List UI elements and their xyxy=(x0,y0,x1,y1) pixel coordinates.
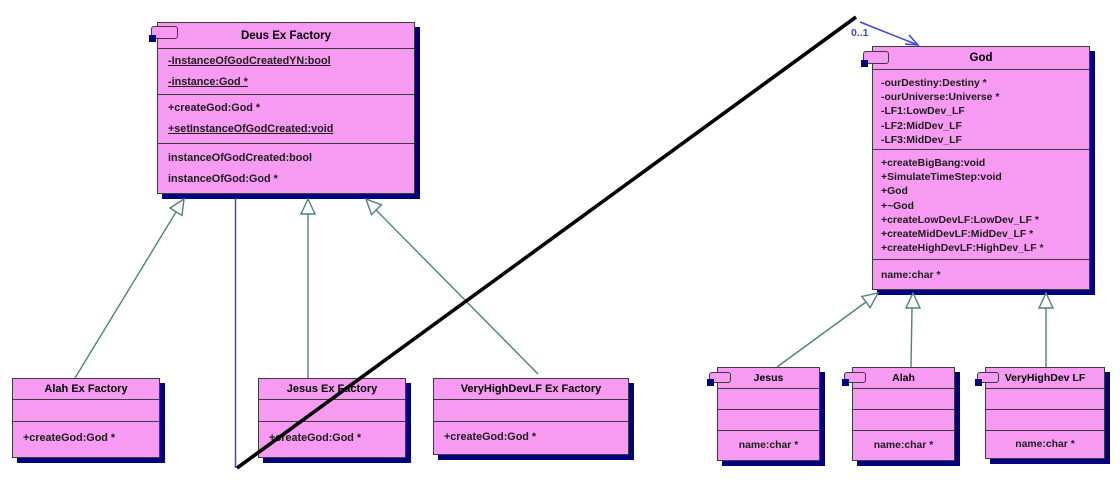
class-method: +createMidDevLF:MidDev_LF * xyxy=(881,229,1034,241)
inheritance-triangle-icon xyxy=(168,197,185,217)
class-title: God xyxy=(969,52,993,64)
class-method: +createLowDevLF:LowDev_LF * xyxy=(881,214,1039,226)
multiplicity-label: 0..1 xyxy=(851,27,869,39)
class-attribute: -LF3:MidDev_LF xyxy=(881,134,962,146)
class-attribute: -LF1:LowDev_LF xyxy=(881,106,965,118)
class-title: Alah Ex Factory xyxy=(44,383,128,395)
class-title: VeryHighDevLF Ex Factory xyxy=(460,383,602,395)
class-method: +createHighDevLF:HighDev_LF * xyxy=(881,243,1044,255)
inheritance-alah-to-god[interactable] xyxy=(910,307,913,368)
class-god[interactable]: God -ourDestiny:Destiny * -ourUniverse:U… xyxy=(861,46,1090,290)
class-property: name:char * xyxy=(1015,439,1075,450)
class-icon xyxy=(707,372,731,386)
class-title: VeryHighDev LF xyxy=(1004,372,1086,384)
class-attribute: -InstanceOfGodCreatedYN:bool xyxy=(168,55,331,67)
class-method: +createGod:God * xyxy=(269,432,362,444)
association-arrowhead-icon xyxy=(904,34,920,46)
class-veryhighdev-lf[interactable]: VeryHighDev LF name:char * xyxy=(975,367,1105,459)
class-property: instanceOfGod:God * xyxy=(168,173,278,185)
inheritance-alah-factory-to-deus[interactable] xyxy=(74,211,177,379)
class-method: +createGod:God * xyxy=(168,102,261,114)
inheritance-vhd-factory-to-deus[interactable] xyxy=(375,209,539,375)
class-attribute: -ourUniverse:Universe * xyxy=(881,92,1000,104)
class-method: +SimulateTimeStep:void xyxy=(881,172,1002,184)
class-property: name:char * xyxy=(881,270,941,281)
class-jesus-ex-factory[interactable]: Jesus Ex Factory +createGod:God * xyxy=(258,378,406,458)
class-icon xyxy=(842,372,866,386)
class-title: Alah xyxy=(892,372,915,384)
inheritance-triangle-icon xyxy=(364,197,383,216)
class-property: name:char * xyxy=(738,440,799,451)
class-method: +createBigBang:void xyxy=(881,158,986,169)
class-method: +~God xyxy=(881,200,914,212)
inheritance-jesus-to-god[interactable] xyxy=(776,301,867,368)
inheritance-triangle-icon xyxy=(1037,291,1055,309)
class-jesus[interactable]: Jesus name:char * xyxy=(707,367,820,461)
class-deus-ex-factory[interactable]: Deus Ex Factory -InstanceOfGodCreatedYN:… xyxy=(149,22,415,194)
class-icon xyxy=(149,26,178,42)
class-veryhighdevlf-ex-factory[interactable]: VeryHighDevLF Ex Factory +createGod:God … xyxy=(433,378,629,455)
class-title: Jesus Ex Factory xyxy=(286,383,378,395)
class-alah[interactable]: Alah name:char * xyxy=(842,367,955,461)
class-alah-ex-factory[interactable]: Alah Ex Factory +createGod:God * xyxy=(12,378,160,458)
class-method: +createGod:God * xyxy=(444,431,537,443)
class-method: +God xyxy=(881,186,908,198)
class-attribute: -ourDestiny:Destiny * xyxy=(881,78,987,89)
class-method: +createGod:God * xyxy=(23,432,116,444)
class-method: +setInstanceOfGodCreated:void xyxy=(168,123,334,135)
class-icon xyxy=(861,51,889,67)
class-property: instanceOfGodCreated:bool xyxy=(168,152,312,164)
inheritance-triangle-icon xyxy=(904,291,922,309)
class-title: Deus Ex Factory xyxy=(240,29,332,42)
inheritance-triangle-icon xyxy=(860,292,880,309)
class-property: name:char * xyxy=(873,440,934,451)
class-title: Jesus xyxy=(753,372,784,384)
class-attribute: -LF2:MidDev_LF xyxy=(881,120,962,132)
class-attribute: -instance:God * xyxy=(168,76,248,88)
inheritance-triangle-icon xyxy=(299,197,317,215)
class-icon xyxy=(975,372,999,386)
